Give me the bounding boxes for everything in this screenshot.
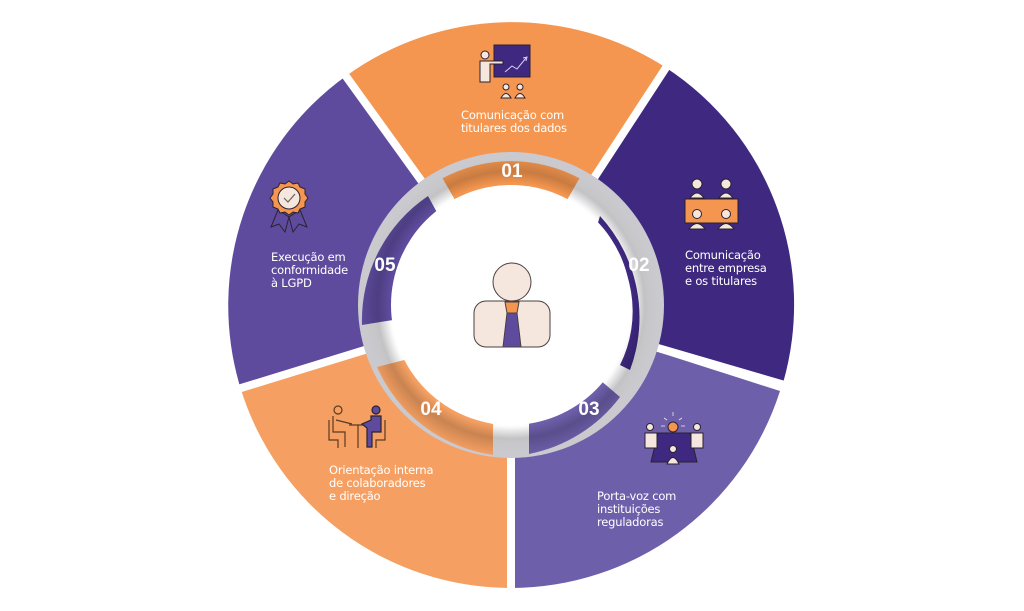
meeting-table-icon: [684, 178, 739, 230]
idea-meeting-icon: [644, 412, 704, 465]
segment-04-number: 04: [420, 399, 442, 420]
segment-02-number: 02: [628, 255, 650, 276]
award-badge-icon: [269, 180, 309, 234]
segment-05-label: Execução em conformidade à LGPD: [271, 250, 348, 290]
segment-02-label: Comunicação entre empresa e os titulares: [685, 248, 767, 288]
segment-03-label: Porta-voz com instituições reguladoras: [597, 489, 677, 529]
segment-03-number: 03: [578, 399, 600, 420]
presentation-board-icon: [479, 44, 531, 99]
two-people-talking-icon: [328, 405, 386, 448]
segment-01-label: Comunicação com titulares dos dados: [461, 108, 567, 135]
segment-01-number: 01: [501, 161, 523, 182]
person-with-tie-icon: [473, 262, 551, 348]
segment-04-label: Orientação interna de colaboradores e di…: [329, 463, 434, 503]
segment-05-number: 05: [374, 255, 396, 276]
